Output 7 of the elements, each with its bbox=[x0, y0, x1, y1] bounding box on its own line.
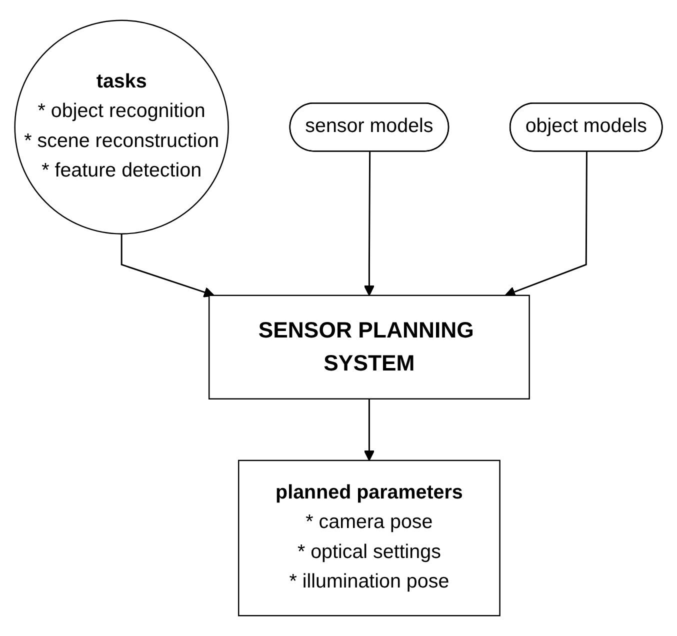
node-circle: tasks * object recognition * scene reconstruction * feature detection bbox=[14, 20, 229, 234]
node-box: planned parameters * camera pose * optical settings * illumination pose bbox=[238, 460, 500, 616]
arrow bbox=[364, 152, 375, 296]
arrow bbox=[364, 398, 375, 461]
node-box: SENSOR PLANNING SYSTEM bbox=[208, 294, 530, 400]
arrow bbox=[120, 234, 214, 298]
arrow bbox=[504, 152, 588, 297]
